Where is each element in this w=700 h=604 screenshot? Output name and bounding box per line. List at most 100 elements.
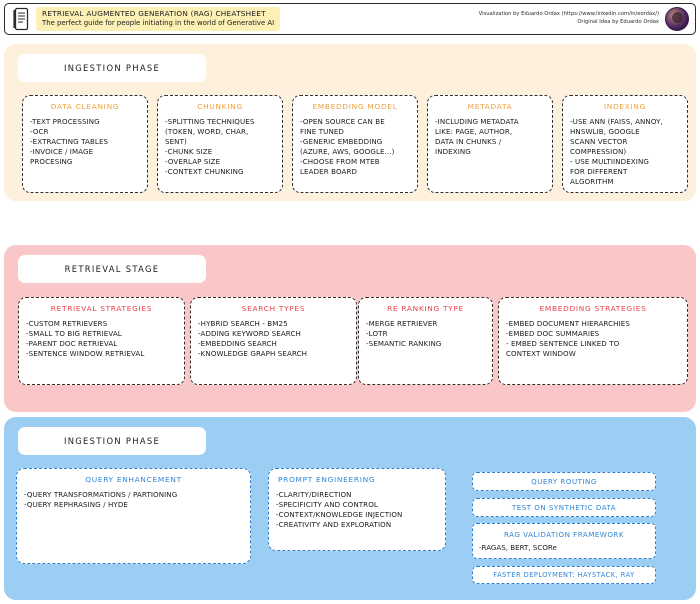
card-data-cleaning: DATA CLEANING -TEXT PROCESSING -OCR -EXT… (22, 95, 148, 193)
header-bar: RETRIEVAL AUGMENTED GENERATION (RAG) CHE… (4, 3, 696, 35)
pill-label: RAG VALIDATION FRAMEWORK (504, 530, 624, 539)
list-item: LEADER BOARD (300, 167, 358, 177)
card-title: RETRIEVAL STRATEGIES (50, 304, 153, 313)
pill-faster-deployment: FASTER DEPLOYMENT: HAYSTACK, RAY (472, 566, 656, 584)
credit-visualization: Visualization by Eduardo Ordax (https://… (478, 11, 659, 18)
list-item: -HYBRID SEARCH - BM25 (198, 319, 288, 328)
list-item: -QUERY TRANSFORMATIONS / PARTIONING (24, 490, 178, 499)
pill-label: FASTER DEPLOYMENT: HAYSTACK, RAY (493, 571, 635, 579)
list-item: -ADDING KEYWORD SEARCH (198, 329, 301, 339)
card-retrieval-strategies: RETRIEVAL STRATEGIES -CUSTOM RETRIEVERS … (18, 297, 185, 385)
card-list: -OPEN SOURCE CAN BE FINE TUNED -GENERIC … (300, 117, 410, 177)
list-item: FOR DIFFERENT (570, 167, 628, 177)
list-item: -MERGE RETRIEVER (366, 319, 438, 328)
pill-label: QUERY ROUTING (531, 477, 597, 486)
list-item: -OPEN SOURCE CAN BE (300, 117, 385, 126)
list-item: -EMBED DOCUMENT HIERARCHIES (506, 319, 630, 328)
list-item: -CHUNK SIZE (165, 147, 213, 157)
card-re-ranking-type: RE RANKING TYPE -MERGE RETRIEVER -LOTR -… (358, 297, 493, 385)
card-list: -QUERY TRANSFORMATIONS / PARTIONING -QUE… (24, 490, 243, 510)
list-item: (TOKEN, WORD, CHAR, (165, 127, 249, 137)
pill-rag-validation-framework: RAG VALIDATION FRAMEWORK -RAGAS, BERT, S… (472, 523, 656, 559)
avatar (665, 7, 689, 31)
card-prompt-engineering: PROMPT ENGINEERING -CLARITY/DIRECTION -S… (268, 468, 446, 551)
card-chunking: CHUNKING -SPLITTING TECHNIQUES (TOKEN, W… (157, 95, 283, 193)
list-item: SENT) (165, 137, 187, 147)
card-title: METADATA (467, 102, 513, 111)
list-item: -PARENT DOC RETRIEVAL (26, 339, 118, 349)
list-item: SCANN VECTOR (570, 137, 628, 147)
list-item: -KNOWLEDGE GRAPH SEARCH (198, 349, 308, 359)
card-title: EMBEDDING STRATEGIES (539, 304, 647, 313)
list-item: -OCR (30, 127, 49, 137)
card-title: CHUNKING (197, 102, 243, 111)
card-embedding-strategies: EMBEDDING STRATEGIES -EMBED DOCUMENT HIE… (498, 297, 688, 385)
card-title: RE RANKING TYPE (387, 304, 464, 313)
card-list: -INCLUDING METADATA LIKE: PAGE, AUTHOR, … (435, 117, 545, 157)
list-item: FINE TUNED (300, 127, 344, 137)
card-list: -USE ANN (FAISS, ANNOY, HNSWLIB, GOOGLE … (570, 117, 680, 187)
card-metadata: METADATA -INCLUDING METADATA LIKE: PAGE,… (427, 95, 553, 193)
list-item: INDEXING (435, 147, 471, 157)
section-label-generation: INGESTION PHASE (18, 427, 206, 455)
card-list: -TEXT PROCESSING -OCR -EXTRACTING TABLES… (30, 117, 140, 167)
card-title: QUERY ENHANCEMENT (85, 475, 182, 484)
list-item: -CONTEXT/KNOWLEDGE INJECTION (276, 510, 403, 520)
card-search-types: SEARCH TYPES -HYBRID SEARCH - BM25 -ADDI… (190, 297, 357, 385)
list-item: -INCLUDING METADATA (435, 117, 519, 126)
notebook-icon (13, 7, 29, 31)
list-item: -GENERIC EMBEDDING (300, 137, 383, 147)
list-item: HNSWLIB, GOOGLE (570, 127, 640, 137)
list-item: -EXTRACTING TABLES (30, 137, 109, 147)
card-list: -HYBRID SEARCH - BM25 -ADDING KEYWORD SE… (198, 319, 349, 359)
card-embedding-model: EMBEDDING MODEL -OPEN SOURCE CAN BE FINE… (292, 95, 418, 193)
list-item: (AZURE, AWS, GOOGLE...) (300, 147, 395, 157)
list-item: -CONTEXT CHUNKING (165, 167, 244, 177)
pill-label: TEST ON SYNTHETIC DATA (511, 503, 617, 512)
card-indexing: INDEXING -USE ANN (FAISS, ANNOY, HNSWLIB… (562, 95, 688, 193)
list-item: -RAGAS, BERT, SCORe (479, 543, 557, 552)
header-credits-block: Visualization by Eduardo Ordax (https://… (479, 7, 689, 31)
card-query-enhancement: QUERY ENHANCEMENT -QUERY TRANSFORMATIONS… (16, 468, 251, 564)
card-title: DATA CLEANING (50, 102, 120, 111)
list-item: -OVERLAP SIZE (165, 157, 221, 167)
list-item: -QUERY REPHRASING / HYDE (24, 500, 128, 510)
pill-query-routing: QUERY ROUTING (472, 472, 656, 491)
section-label-ingestion: INGESTION PHASE (18, 54, 206, 82)
card-title: PROMPT ENGINEERING (278, 475, 376, 484)
section-label-text: RETRIEVAL STAGE (64, 264, 160, 274)
credit-original-idea: Original Idea by Eduardo Ordax (577, 19, 659, 25)
card-list: -CUSTOM RETRIEVERS -SMALL TO BIG RETRIEV… (26, 319, 177, 359)
list-item: COMPRESSION) (570, 147, 627, 157)
list-item: -SPECIFICITY AND CONTROL (276, 500, 378, 510)
header-title-block: RETRIEVAL AUGMENTED GENERATION (RAG) CHE… (36, 6, 281, 32)
list-item: - EMBED SENTENCE LINKED TO (506, 339, 620, 349)
list-item: -CLARITY/DIRECTION (276, 490, 352, 499)
card-list: -MERGE RETRIEVER -LOTR -SEMANTIC RANKING (366, 319, 485, 349)
list-item: -EMBEDDING SEARCH (198, 339, 277, 349)
section-label-text: INGESTION PHASE (63, 436, 161, 446)
list-item: PROCESING (30, 157, 73, 167)
page-subtitle: The perfect guide for people initiating … (42, 18, 275, 27)
list-item: - USE MULTIINDEXING (570, 157, 649, 167)
list-item: LIKE: PAGE, AUTHOR, (435, 127, 513, 137)
list-item: -USE ANN (FAISS, ANNOY, (570, 117, 663, 126)
card-list: -EMBED DOCUMENT HIERARCHIES -EMBED DOC S… (506, 319, 680, 359)
card-list: -CLARITY/DIRECTION -SPECIFICITY AND CONT… (276, 490, 438, 530)
list-item: -TEXT PROCESSING (30, 117, 100, 126)
list-item: ALGORITHM (570, 177, 614, 187)
list-item: -CUSTOM RETRIEVERS (26, 319, 108, 328)
pill-test-synthetic-data: TEST ON SYNTHETIC DATA (472, 498, 656, 517)
page-title: RETRIEVAL AUGMENTED GENERATION (RAG) CHE… (42, 8, 266, 18)
card-title: EMBEDDING MODEL (312, 102, 398, 111)
list-item: -SMALL TO BIG RETRIEVAL (26, 329, 122, 339)
list-item: -EMBED DOC SUMMARIES (506, 329, 600, 339)
list-item: CONTEXT WINDOW (506, 349, 576, 359)
list-item: -SENTENCE WINDOW RETRIEVAL (26, 349, 145, 359)
list-item: -SEMANTIC RANKING (366, 339, 442, 349)
card-title: INDEXING (603, 102, 647, 111)
list-item: -CHOOSE FROM MTEB (300, 157, 380, 167)
list-item: -LOTR (366, 329, 388, 339)
card-list: -SPLITTING TECHNIQUES (TOKEN, WORD, CHAR… (165, 117, 275, 177)
